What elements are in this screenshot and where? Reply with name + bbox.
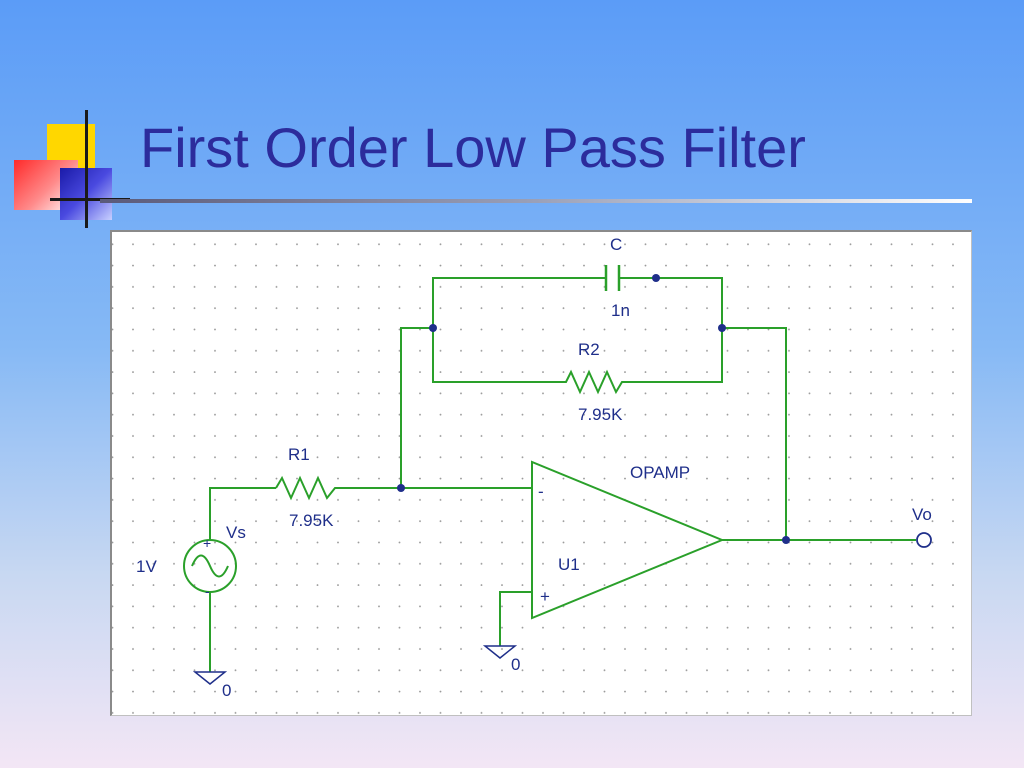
source-name: Vs bbox=[226, 523, 246, 542]
source-value: 1V bbox=[136, 557, 157, 576]
opamp-triangle bbox=[531, 460, 725, 620]
r2-name: R2 bbox=[578, 340, 600, 359]
slide-title: First Order Low Pass Filter bbox=[140, 116, 806, 179]
opamp-minus-sign: - bbox=[538, 482, 544, 501]
resistor-r2-symbol bbox=[530, 369, 654, 395]
ground-symbol-source bbox=[192, 671, 228, 685]
opamp-plus-sign: + bbox=[540, 587, 550, 606]
capacitor-symbol bbox=[566, 265, 656, 291]
output-label: Vo bbox=[912, 505, 932, 524]
ac-voltage-source-symbol: + - bbox=[183, 535, 237, 599]
opamp-ref: U1 bbox=[558, 555, 580, 574]
opamp-plus-wire bbox=[482, 591, 532, 659]
r2-value: 7.95K bbox=[578, 405, 623, 424]
capacitor-name: C bbox=[610, 235, 622, 254]
ground-opamp-label: 0 bbox=[511, 655, 520, 674]
r1-name: R1 bbox=[288, 445, 310, 464]
junction-nodes bbox=[397, 274, 790, 544]
grid-dots bbox=[112, 232, 970, 714]
r1-value: 7.95K bbox=[289, 511, 334, 530]
opamp-model: OPAMP bbox=[630, 463, 690, 482]
title-underline bbox=[100, 199, 972, 203]
feedback-wires bbox=[400, 277, 787, 540]
svg-text:-: - bbox=[205, 583, 210, 599]
input-wires bbox=[209, 475, 532, 672]
capacitor-value: 1n bbox=[611, 301, 630, 320]
svg-text:+: + bbox=[203, 535, 211, 551]
deco-horizontal-line bbox=[50, 198, 130, 201]
ground-source-label: 0 bbox=[222, 681, 231, 700]
deco-vertical-line bbox=[85, 110, 88, 228]
